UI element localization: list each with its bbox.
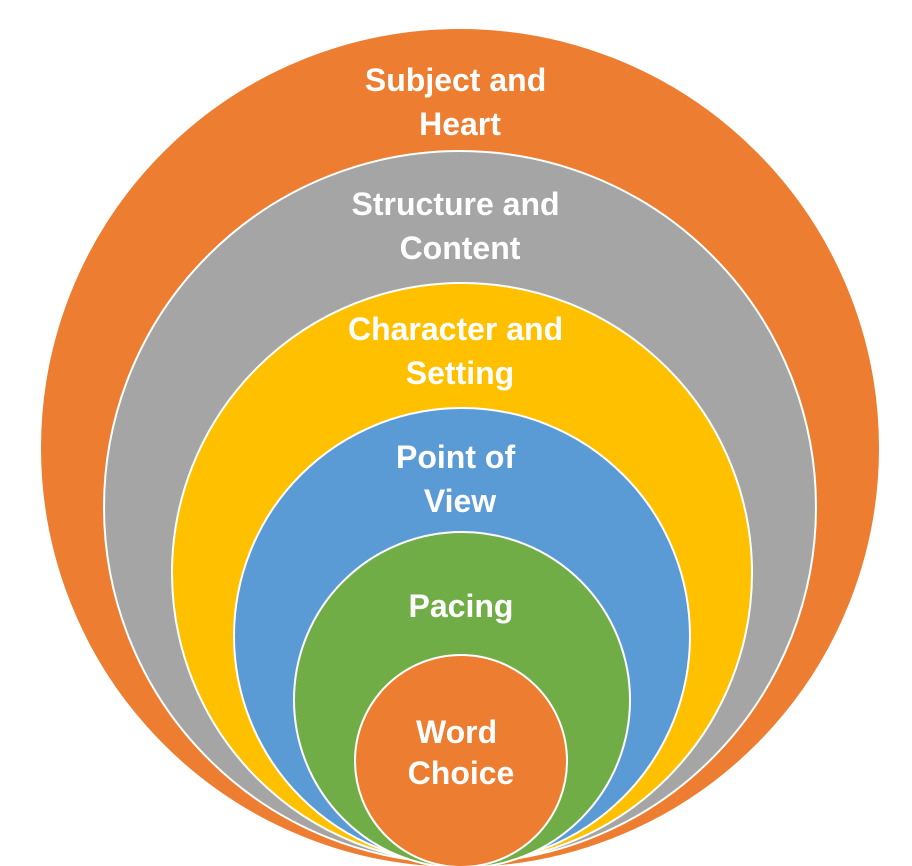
- layer-label-character-and-setting: Character and Setting: [348, 311, 572, 391]
- layer-label-structure-and-content: Structure and Content: [352, 186, 569, 266]
- layer-circle-word-choice: [354, 654, 568, 866]
- layer-label-pacing: Pacing: [409, 588, 514, 624]
- layer-label-word-choice: Word Choice: [408, 714, 515, 791]
- layer-label-subject-and-heart: Subject and Heart: [365, 62, 555, 142]
- layer-label-point-of-view: Point of View: [396, 439, 524, 519]
